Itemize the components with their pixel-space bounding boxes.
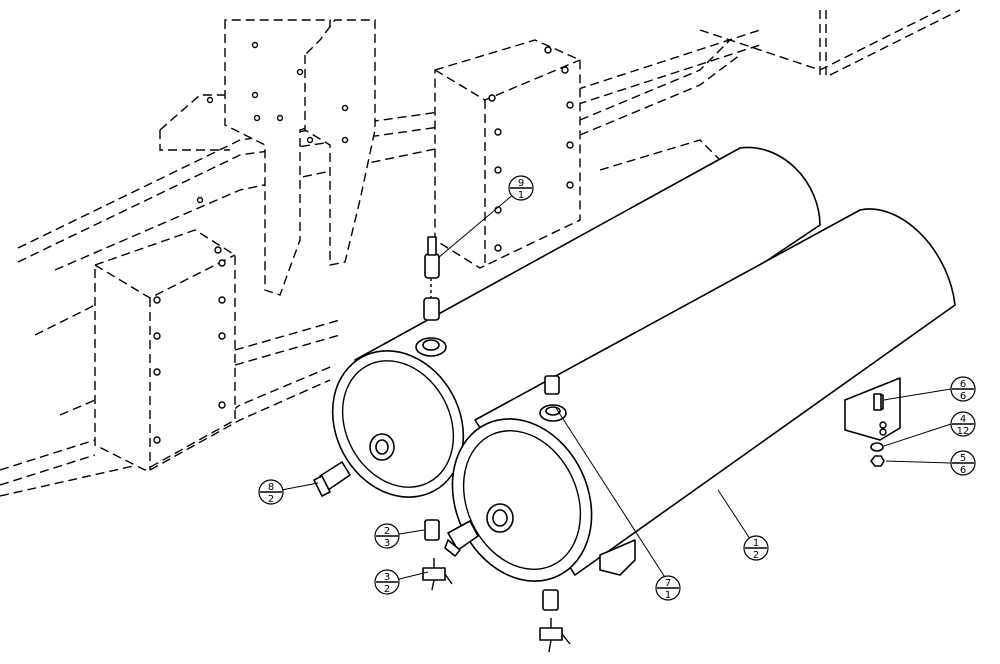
balloon-item-1: 1 2: [743, 535, 769, 561]
balloon-qty: 2: [384, 584, 390, 595]
drain-valve-left: [422, 558, 453, 591]
fitting-valve-top: [423, 236, 440, 321]
balloon-qty: 6: [960, 391, 966, 402]
hardware-bolt-washer-nut: [870, 393, 885, 467]
balloon-qty: 12: [957, 426, 970, 437]
left-crossmember-block: [94, 229, 236, 471]
balloon-item-8: 8 2: [258, 479, 284, 505]
balloon-qty: 2: [753, 550, 759, 561]
balloon-qty: 1: [665, 590, 671, 601]
balloon-item-number: 4: [960, 414, 966, 425]
balloon-qty: 6: [960, 465, 966, 476]
fitting-elbow-lower: [444, 520, 479, 557]
balloon-item-4: 4 12: [950, 411, 976, 437]
balloon-item-3: 3 2: [374, 569, 400, 595]
fitting-elbow-left: [313, 461, 351, 497]
air-tank-rear: [331, 146, 821, 498]
fitting-plug-front: [544, 375, 560, 395]
right-crossmember-block: [434, 39, 581, 269]
balloon-item-number: 2: [384, 526, 390, 537]
drain-valve-bottom: [539, 618, 571, 653]
balloon-qty: 1: [518, 190, 524, 201]
chassis-frame-phantom: [0, 9, 961, 497]
balloon-item-9: 9 1: [508, 175, 534, 201]
fitting-bushing-bottom: [542, 589, 559, 611]
balloon-item-number: 8: [268, 482, 274, 493]
balloon-item-7: 7 1: [655, 575, 681, 601]
fitting-bushing-left: [424, 519, 440, 541]
balloon-item-number: 6: [960, 379, 966, 390]
balloon-item-number: 1: [753, 538, 759, 549]
balloon-item-number: 3: [384, 572, 390, 583]
balloon-item-number: 9: [518, 178, 524, 189]
balloon-item-6: 6 6: [950, 376, 976, 402]
balloon-qty: 2: [268, 494, 274, 505]
balloon-item-number: 5: [960, 453, 966, 464]
balloon-qty: 3: [384, 538, 390, 549]
balloon-item-number: 7: [665, 578, 671, 589]
mounting-bracket-phantom: [196, 19, 376, 296]
balloon-item-2: 2 3: [374, 523, 400, 549]
balloon-item-5: 5 6: [950, 450, 976, 476]
